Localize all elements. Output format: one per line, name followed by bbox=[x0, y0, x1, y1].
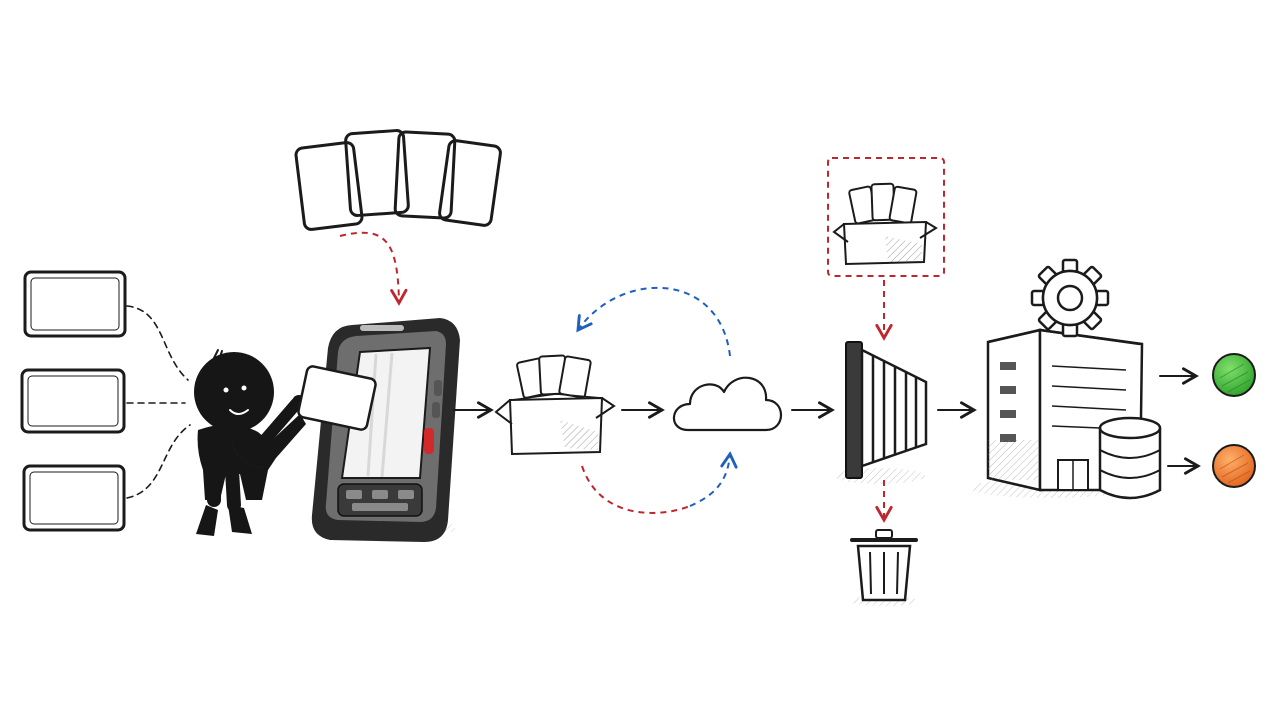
scan-card bbox=[393, 130, 457, 220]
scan-card bbox=[438, 139, 502, 227]
input-card bbox=[22, 464, 126, 532]
scan-card bbox=[344, 129, 410, 217]
rugged-handheld-device-icon bbox=[311, 318, 460, 542]
gear-icon bbox=[1030, 258, 1110, 338]
database-icon bbox=[1098, 416, 1162, 500]
input-card bbox=[23, 270, 127, 338]
sync-arrow-blue-top bbox=[576, 286, 731, 357]
trash-can-icon bbox=[850, 529, 918, 606]
gate-icon bbox=[835, 341, 928, 484]
input-card-stack bbox=[20, 270, 127, 532]
input-card bbox=[20, 368, 126, 434]
input-connectors bbox=[126, 305, 191, 499]
staged-package bbox=[827, 157, 945, 277]
held-card bbox=[297, 365, 377, 431]
sync-arrow-blue-bottom bbox=[689, 451, 738, 507]
building-icon bbox=[970, 328, 1144, 498]
staging-frame bbox=[827, 157, 945, 277]
status-warning-dot-icon bbox=[1212, 444, 1256, 488]
scan-arrow bbox=[339, 231, 408, 306]
open-box-icon bbox=[494, 354, 616, 456]
scan-card-stack bbox=[294, 129, 502, 231]
sync-arrow-red-bottom bbox=[581, 465, 691, 514]
status-success-dot-icon bbox=[1212, 353, 1256, 397]
person-icon bbox=[194, 349, 306, 536]
scan-card bbox=[294, 141, 364, 231]
cloud-icon bbox=[672, 376, 782, 432]
open-box-icon bbox=[832, 182, 938, 266]
